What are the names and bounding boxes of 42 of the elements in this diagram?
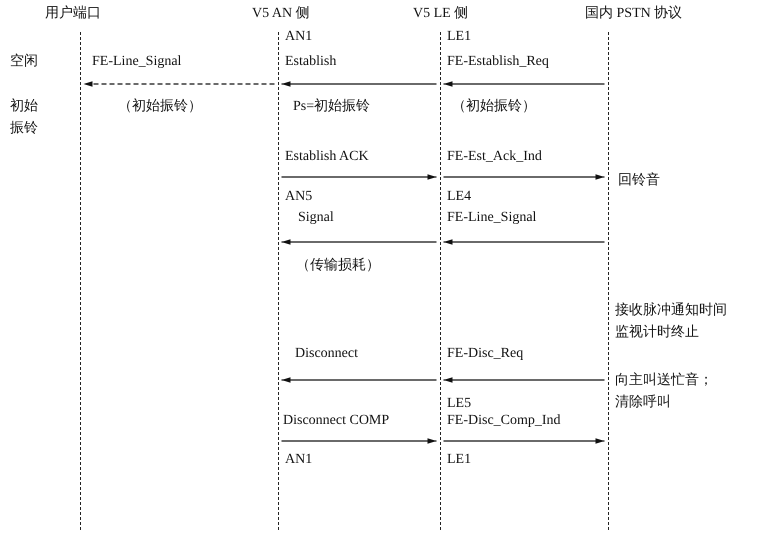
edge-label: Establish ACK: [285, 148, 369, 166]
state-label: LE1: [447, 28, 472, 46]
lifeline-header: 国内 PSTN 协议: [585, 4, 682, 23]
message-arrow: [444, 377, 604, 383]
edge-label: FE-Disc_Comp_Ind: [447, 412, 561, 430]
message-arrow: [444, 239, 604, 245]
edge-label: FE-Establish_Req: [447, 53, 549, 71]
edge-label: Signal: [298, 209, 334, 227]
message-arrow: [444, 438, 604, 444]
state-label: LE1: [447, 451, 472, 469]
note: （初始振铃）: [118, 97, 202, 116]
state-label: LE5: [447, 395, 472, 413]
message-arrow: [444, 81, 604, 87]
message-arrow: [282, 377, 436, 383]
message-arrow: [282, 438, 436, 444]
state-label: AN5: [285, 188, 312, 206]
note: 接收脉冲通知时间监视计时终止: [615, 301, 728, 342]
state-label: AN1: [285, 451, 312, 469]
note: 向主叫送忙音；清除呼叫: [615, 371, 714, 412]
edge-label: FE-Est_Ack_Ind: [447, 148, 542, 166]
edge-label: FE-Line_Signal: [447, 209, 536, 227]
edge-label: FE-Disc_Req: [447, 345, 524, 363]
edge-label: Establish: [285, 53, 336, 71]
lifeline-header: 用户端口: [45, 4, 101, 23]
state-label: 空闲: [10, 52, 38, 71]
note: Ps=初始振铃: [293, 97, 370, 116]
state-label: 初始振铃: [10, 97, 39, 138]
state-label: LE4: [447, 188, 472, 206]
edge-label: FE-Line_Signal: [92, 53, 182, 71]
edge-label: Disconnect COMP: [283, 412, 390, 430]
note: （初始振铃）: [452, 97, 536, 116]
lifeline-header: V5 LE 侧: [413, 5, 468, 23]
state-label: AN1: [285, 28, 312, 46]
message-arrow: [282, 81, 436, 87]
message-arrow: [444, 174, 604, 180]
note: （传输损耗）: [296, 256, 380, 275]
message-arrow: [84, 81, 274, 87]
note: 回铃音: [618, 171, 660, 190]
edge-label: Disconnect: [295, 345, 358, 363]
lifeline-header: V5 AN 侧: [252, 5, 310, 23]
message-arrow: [282, 174, 436, 180]
message-arrow: [282, 239, 436, 245]
